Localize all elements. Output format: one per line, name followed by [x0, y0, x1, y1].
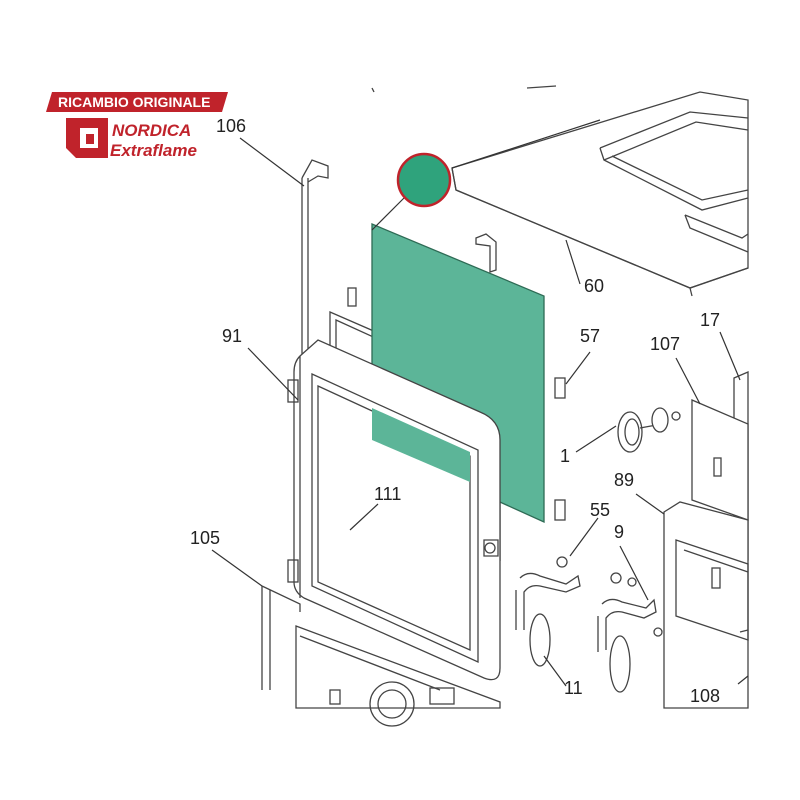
part-labels: 106 60 91 57 17 107 1 89 111 55 9 105 11… — [190, 116, 720, 706]
brand-name-top: NORDICA — [112, 121, 191, 140]
label-11: 11 — [564, 678, 583, 698]
leader-lines — [211, 119, 749, 687]
label-91: 91 — [222, 326, 242, 346]
label-108: 108 — [690, 686, 720, 706]
label-57: 57 — [580, 326, 600, 346]
label-111: 111 — [374, 484, 401, 504]
right-door-part — [653, 501, 749, 709]
label-17: 17 — [700, 310, 720, 330]
front-panel-part — [261, 585, 501, 727]
brand-name-bottom: Extraflame — [110, 141, 197, 160]
handle-part — [515, 556, 657, 693]
label-106: 106 — [216, 116, 246, 136]
label-107: 107 — [650, 334, 680, 354]
brand-banner — [46, 92, 228, 112]
label-60: 60 — [584, 276, 604, 296]
brand-banner-text: RICAMBIO ORIGINALE — [58, 94, 210, 110]
label-55: 55 — [590, 500, 610, 520]
knob-part — [617, 407, 681, 453]
top-cover-part — [371, 85, 749, 297]
label-9: 9 — [614, 522, 624, 542]
label-89: 89 — [614, 470, 634, 490]
side-panel-part — [691, 371, 749, 561]
label-1: 1 — [560, 446, 570, 466]
highlight-marker — [396, 152, 452, 208]
brand-mark-icon — [66, 118, 108, 158]
label-105: 105 — [190, 528, 220, 548]
glass-through-door — [372, 408, 470, 482]
brand-logo: RICAMBIO ORIGINALE NORDICA Extraflame — [46, 92, 228, 160]
